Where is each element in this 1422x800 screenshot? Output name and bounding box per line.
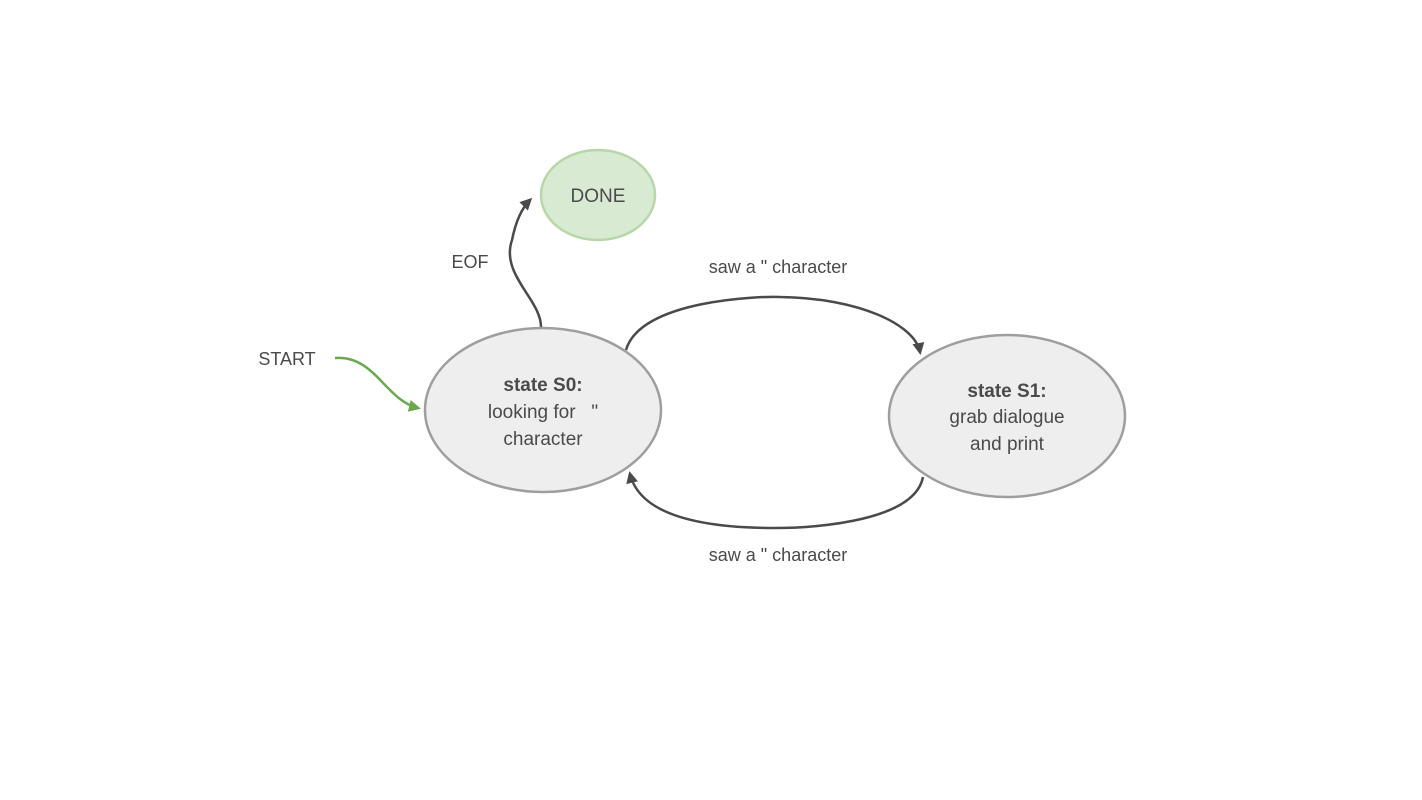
eof-label: EOF bbox=[451, 252, 488, 272]
s0-to-s1-arrow bbox=[624, 295, 925, 355]
state-s0-shape bbox=[423, 326, 663, 494]
s0-to-s1-label: saw a " character bbox=[709, 257, 847, 277]
state-s0-line2: character bbox=[503, 429, 583, 450]
eof-arrow bbox=[508, 197, 543, 329]
state-s1: state S1: grab dialogue and print bbox=[887, 333, 1127, 499]
state-s1-line2: and print bbox=[970, 434, 1045, 455]
state-s1-line1: grab dialogue bbox=[949, 407, 1064, 428]
state-s1-shape bbox=[887, 333, 1127, 499]
state-s1-title: state S1: bbox=[967, 381, 1046, 402]
start-label: START bbox=[258, 349, 315, 369]
start-arrow bbox=[334, 356, 421, 412]
state-done-shape bbox=[539, 148, 657, 242]
state-done: DONE bbox=[539, 148, 657, 242]
state-done-label: DONE bbox=[571, 186, 626, 207]
s1-to-s0-label: saw a " character bbox=[709, 545, 847, 565]
state-s0: state S0: looking for " character bbox=[423, 326, 663, 494]
state-s0-title: state S0: bbox=[503, 375, 582, 396]
state-s0-line1: looking for " bbox=[488, 402, 598, 423]
s1-to-s0-arrow bbox=[626, 471, 925, 530]
